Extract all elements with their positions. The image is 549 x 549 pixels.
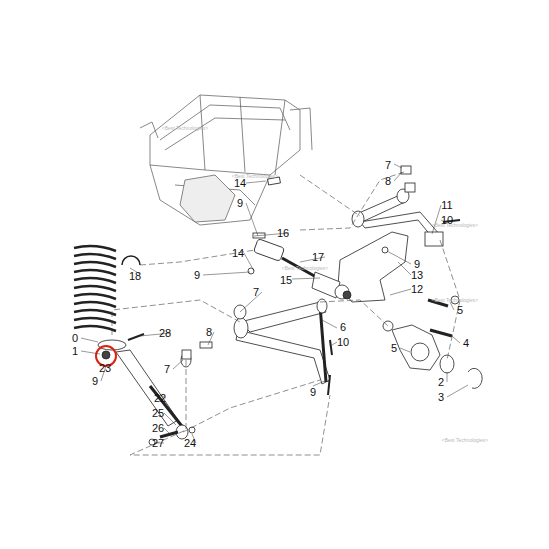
callout-number: 9 xyxy=(414,259,420,270)
callout-number: 11 xyxy=(441,200,452,211)
spring-coil xyxy=(74,294,116,299)
callout-number: 0 xyxy=(72,333,78,344)
callout-number: 9 xyxy=(92,376,98,387)
callout-number: 25 xyxy=(152,408,164,419)
callout-number: 5 xyxy=(457,305,463,316)
callout-number: 15 xyxy=(280,275,292,286)
callout-number: 7 xyxy=(385,160,391,171)
callout-number: 5 xyxy=(391,343,397,354)
spring-coil xyxy=(74,318,116,323)
callout-number: 8 xyxy=(385,176,391,187)
callout-number: 12 xyxy=(411,284,423,295)
callout-number: 17 xyxy=(312,252,324,263)
atv-frame xyxy=(140,95,312,225)
callout-number: 1 xyxy=(72,346,78,357)
callout-number: 10 xyxy=(337,337,349,348)
callout-number: 8 xyxy=(206,327,212,338)
watermark: <Best Technologies> xyxy=(162,126,208,131)
callout-number: 28 xyxy=(159,328,171,339)
watermark: <Best Technologies> xyxy=(432,298,478,303)
coil-spring xyxy=(74,246,116,331)
watermark: <Best Technologies> xyxy=(442,438,488,443)
callout-number: 9 xyxy=(237,198,243,209)
watermark: <Best Technologies> xyxy=(232,174,278,179)
callout-number: 7 xyxy=(164,364,170,375)
callout-number: 9 xyxy=(310,387,316,398)
watermark: <Best Technologies> xyxy=(432,223,478,228)
callout-number: 7 xyxy=(253,287,259,298)
spring-coil xyxy=(74,270,116,275)
spring-coil xyxy=(74,286,116,291)
spring-coil xyxy=(74,262,116,267)
callout-number: 6 xyxy=(340,322,346,333)
callout-number: 22 xyxy=(154,393,166,404)
callout-number: 18 xyxy=(129,271,141,282)
retaining-ring xyxy=(122,256,140,265)
spring-coil xyxy=(74,254,116,259)
callout-number: 3 xyxy=(438,392,444,403)
callout-number: 2 xyxy=(438,377,444,388)
fasteners xyxy=(149,166,460,445)
callout-number: 14 xyxy=(232,248,244,259)
callout-number: 24 xyxy=(184,438,196,449)
assembly-lines xyxy=(112,172,460,455)
callout-number: 13 xyxy=(411,270,423,281)
callout-number: 27 xyxy=(152,438,164,449)
guard-nut xyxy=(382,247,388,253)
spring-coil xyxy=(74,278,116,283)
callout-number: 9 xyxy=(194,270,200,281)
spring-coil xyxy=(74,302,116,307)
callout-number: 16 xyxy=(277,228,289,239)
steering-knuckle xyxy=(383,296,482,388)
callout-number: 26 xyxy=(152,423,164,434)
lower-a-arm xyxy=(181,299,330,384)
spring-coil xyxy=(74,310,116,315)
drive-axle xyxy=(253,239,351,299)
watermark: <Best Technologies> xyxy=(282,266,328,271)
callout-number: 4 xyxy=(463,338,469,349)
spring-coil xyxy=(74,246,116,251)
spring-coil xyxy=(74,326,116,331)
callout-number: 14 xyxy=(234,178,246,189)
leader-lines xyxy=(81,164,468,443)
cv-guard xyxy=(338,232,408,302)
callout-number: 23 xyxy=(99,363,111,374)
